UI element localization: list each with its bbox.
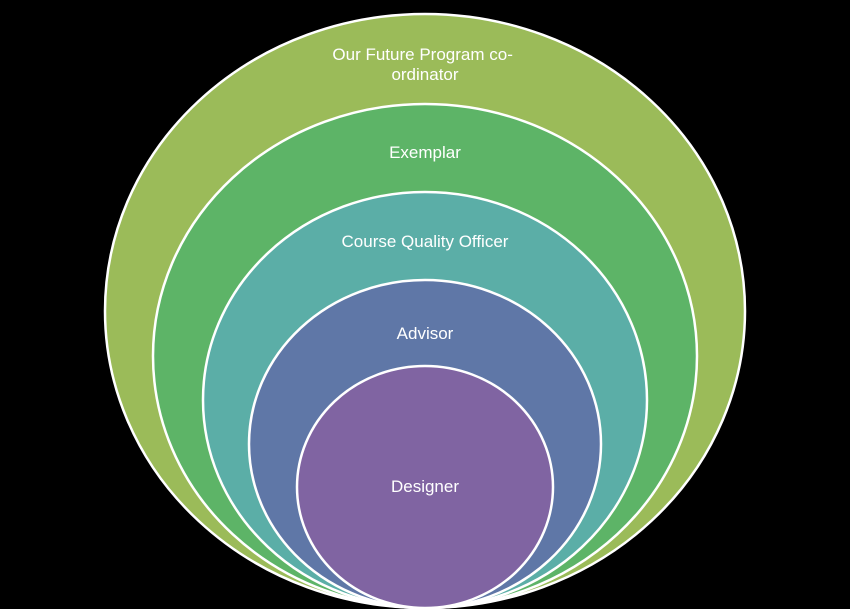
ring-fourth-label-line-1: Advisor <box>397 324 454 343</box>
ring-inner <box>295 364 555 609</box>
ring-second-label-line-1: Exemplar <box>389 143 461 162</box>
ring-inner-label: Designer <box>391 477 459 496</box>
ring-outer-label-line-2: ordinator <box>391 65 458 84</box>
ring-second-label: Exemplar <box>389 143 461 162</box>
ring-outer-label: Our Future Program co- ordinator <box>332 45 517 84</box>
ring-outer-label-line-1: Our Future Program co- <box>332 45 512 64</box>
ring-third-label-line-1: Course Quality Officer <box>342 232 509 251</box>
ring-third-label: Course Quality Officer <box>342 232 509 251</box>
ring-fourth-label: Advisor <box>397 324 454 343</box>
ring-inner-label-line-1: Designer <box>391 477 459 496</box>
ring-inner-group: Designer <box>295 364 555 609</box>
